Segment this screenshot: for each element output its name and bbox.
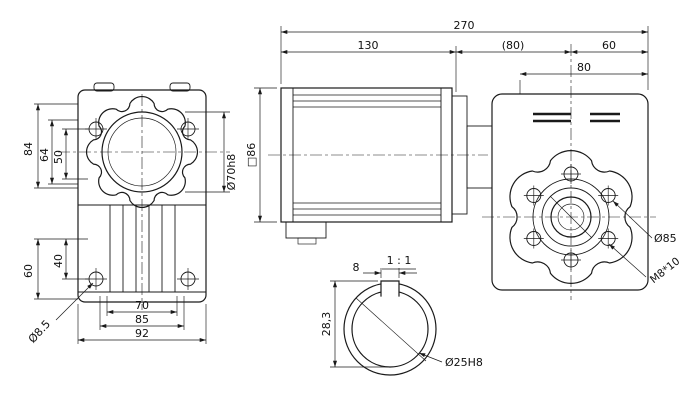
bolt-circle-callout: Ø85	[612, 200, 677, 245]
dim-85-label: 85	[135, 313, 149, 326]
front-view: 84 64 50 40 60 70 85 92	[22, 82, 238, 346]
input-bore-dim: Ø70h8	[185, 111, 238, 193]
input-adapter	[466, 125, 493, 189]
cooling-fins	[109, 205, 176, 292]
bore-dia-callout: Ø25H8	[418, 352, 483, 369]
top-tab-right	[169, 82, 191, 92]
detail-scale-label: 1 : 1	[387, 254, 412, 267]
key-width-label: 8	[353, 261, 360, 274]
dim-60-label: 60	[22, 264, 35, 278]
dim-70-label: 70	[135, 299, 149, 312]
tap-holes-label: M8*10	[648, 255, 682, 286]
dim-out-label: 60	[602, 39, 616, 52]
dim-92-label: 92	[135, 327, 149, 340]
gearbox-face-outline	[491, 93, 649, 291]
hole-dia-label: Ø8.5	[26, 318, 53, 346]
cable-gland	[297, 237, 317, 245]
dim-84-label: 84	[22, 142, 35, 156]
output-view: Ø85 M8*10	[482, 44, 682, 300]
side-view	[268, 87, 493, 245]
input-bore-label: Ø70h8	[225, 154, 238, 191]
dim-40-label: 40	[52, 254, 65, 268]
bolt-circle-label: Ø85	[654, 232, 677, 245]
dim-face-label: 80	[577, 61, 591, 74]
bore-depth-label: 28,3	[320, 312, 333, 337]
side-dims-top: 270 130 (80) 60 80	[280, 19, 649, 94]
gearbox-front-outline	[77, 89, 207, 303]
key-width-dim: 8	[353, 261, 417, 278]
output-flange-cloverleaf	[509, 149, 633, 285]
vent-slots	[533, 112, 620, 123]
mounting-holes	[85, 118, 199, 290]
top-tab-left	[93, 82, 115, 92]
terminal-box	[285, 221, 327, 239]
bore-dia-label: Ø25H8	[445, 356, 483, 369]
dim-total-label: 270	[454, 19, 475, 32]
keyway	[380, 280, 400, 297]
detail-view: 1 : 1 8 28,3 Ø25H8	[320, 254, 483, 376]
dim-gear-label: (80)	[502, 39, 525, 52]
dim-50-label: 50	[52, 150, 65, 164]
bore-depth-dim: 28,3	[320, 280, 388, 368]
front-dims-bottom: 70 85 92	[77, 296, 207, 344]
tap-holes-callout: M8*10	[608, 243, 682, 286]
dim-square-label: □86	[245, 143, 258, 167]
input-flange-scallop	[85, 95, 199, 209]
dim-64-label: 64	[38, 148, 51, 162]
motor-fins	[293, 94, 441, 216]
dim-motor-label: 130	[358, 39, 379, 52]
front-dims-left: 84 64 50 40 60	[22, 103, 88, 300]
motor-square-dim: □86	[245, 87, 277, 223]
